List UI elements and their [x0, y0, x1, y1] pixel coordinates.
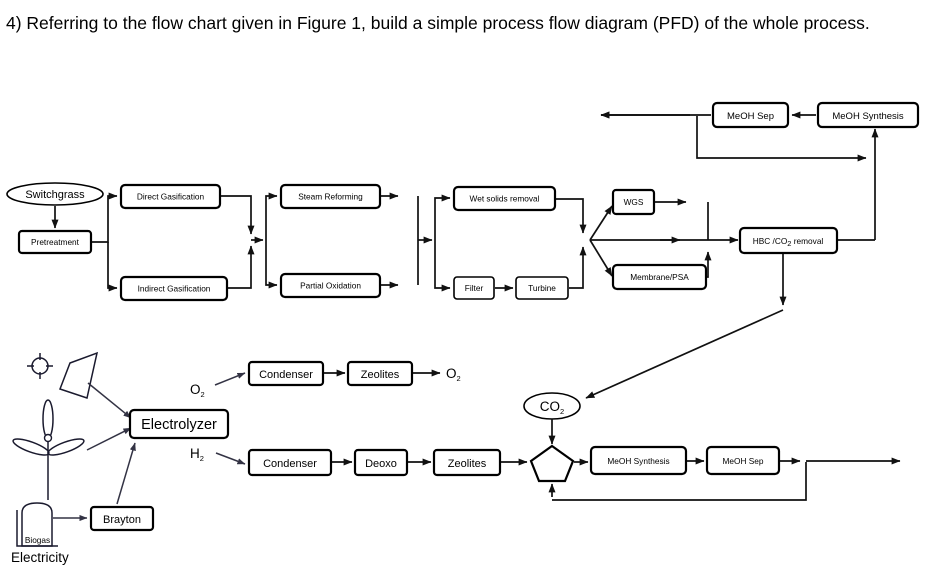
flow-hbc-to-co2-diagonal [585, 309, 784, 399]
node-turbine-label: Turbine [528, 283, 556, 293]
stream-label-o2-out: O2 [446, 366, 461, 383]
flow-wet-solids-to-junction [556, 198, 587, 234]
node-wgs[interactable]: WGS [611, 188, 656, 216]
node-condenser-h2-label: Condenser [263, 458, 317, 470]
node-steam-reforming-label: Steam Reforming [298, 192, 363, 202]
node-meoh-sep-top[interactable]: MeOH Sep [711, 101, 790, 129]
flow-pretreat-to-direct-gasif [92, 192, 118, 243]
stream-label-o2-in: O2 [190, 382, 205, 399]
node-brayton-label: Brayton [103, 514, 141, 526]
flow-split-to-wgs [589, 205, 613, 241]
flow-split-to-membrane-psa [589, 239, 613, 277]
node-membrane-psa-label: Membrane/PSA [630, 272, 689, 282]
node-turbine[interactable]: Turbine [515, 276, 569, 300]
node-filter[interactable]: Filter [453, 276, 495, 300]
flow-membrane-up-collector [704, 251, 712, 278]
node-direct-gasification-label: Direct Gasification [137, 192, 205, 202]
flow-split-to-filter [434, 240, 451, 292]
node-zeolites-h2-label: Zeolites [448, 458, 487, 470]
node-meoh-sep-top-label: MeOH Sep [727, 111, 774, 122]
stream-label-h2-in: H2 [190, 446, 204, 463]
node-condenser-o2[interactable]: Condenser [247, 360, 325, 387]
node-wgs-label: WGS [624, 197, 644, 207]
node-switchgrass[interactable]: Switchgrass [6, 182, 104, 206]
electricity-label: Electricity [11, 550, 69, 565]
node-meoh-sep-bottom-label: MeOH Sep [722, 456, 763, 466]
node-deoxo[interactable]: Deoxo [353, 448, 409, 477]
flow-brayton-to-electrolyzer [116, 442, 136, 505]
flow-wind-to-electrolyzer [86, 427, 132, 451]
flow-meoh-recycle-bottom [552, 462, 807, 501]
solar-panel-icon [59, 351, 99, 399]
node-meoh-sep-bottom[interactable]: MeOH Sep [705, 445, 781, 476]
flow-turbine-to-junction [569, 246, 587, 289]
node-co2[interactable]: CO2 [523, 392, 581, 420]
node-partial-oxidation-label: Partial Oxidation [300, 281, 361, 291]
node-partial-oxidation[interactable]: Partial Oxidation [279, 272, 382, 299]
node-meoh-synthesis-top[interactable]: MeOH Synthesis [816, 101, 920, 129]
node-zeolites-o2[interactable]: Zeolites [346, 360, 414, 387]
sun-icon [27, 353, 53, 379]
flow-indirect-gasif-to-junction [228, 245, 255, 289]
node-wet-solids-removal[interactable]: Wet solids removal [452, 185, 557, 212]
node-hbc-co2-removal[interactable]: HBC /CO2 removal [738, 226, 839, 255]
node-switchgrass-label: Switchgrass [25, 189, 85, 201]
flow-o2-to-condenser [214, 372, 246, 386]
flow-pretreat-to-indirect-gasif [107, 242, 118, 292]
pentagon-mixer-icon[interactable] [529, 444, 575, 483]
wind-turbine-icon [12, 399, 85, 500]
node-co2-label: CO2 [540, 399, 564, 416]
node-meoh-synthesis-top-label: MeOH Synthesis [832, 111, 904, 122]
flow-split-to-partial-oxidation [265, 240, 278, 289]
node-hbc-co2-removal-label: HBC /CO2 removal [753, 236, 824, 248]
node-pretreatment[interactable]: Pretreatment [17, 229, 93, 255]
node-condenser-h2[interactable]: Condenser [247, 448, 333, 477]
node-wet-solids-removal-label: Wet solids removal [470, 194, 540, 204]
flow-h2-to-condenser [215, 452, 246, 465]
biogas-tank-icon: Biogas [16, 502, 58, 547]
flow-solar-to-electrolyzer [87, 382, 132, 419]
node-meoh-synthesis-bottom-label: MeOH Synthesis [607, 456, 669, 466]
node-zeolites-h2[interactable]: Zeolites [432, 448, 502, 477]
node-indirect-gasification-label: Indirect Gasification [138, 284, 211, 294]
node-steam-reforming[interactable]: Steam Reforming [279, 183, 382, 210]
node-direct-gasification[interactable]: Direct Gasification [119, 183, 222, 210]
node-pretreatment-label: Pretreatment [31, 237, 80, 247]
flow-direct-gasif-to-junction [221, 195, 255, 235]
node-condenser-o2-label: Condenser [259, 369, 313, 381]
node-meoh-synthesis-bottom[interactable]: MeOH Synthesis [589, 445, 688, 476]
flow-recycle-top-loop [696, 116, 867, 162]
node-zeolites-o2-label: Zeolites [361, 369, 400, 381]
node-indirect-gasification[interactable]: Indirect Gasification [119, 275, 229, 302]
flow-split-to-steam-reforming [265, 192, 278, 240]
node-brayton[interactable]: Brayton [89, 505, 155, 532]
node-membrane-psa[interactable]: Membrane/PSA [611, 263, 708, 291]
question-text: 4) Referring to the flow chart given in … [6, 13, 870, 33]
node-electrolyzer-label: Electrolyzer [141, 417, 217, 433]
node-filter-label: Filter [465, 283, 484, 293]
node-deoxo-label: Deoxo [365, 458, 397, 470]
node-electrolyzer[interactable]: Electrolyzer [128, 408, 230, 440]
biogas-label: Biogas [25, 535, 50, 545]
flow-split-to-wet-solids [434, 194, 451, 240]
